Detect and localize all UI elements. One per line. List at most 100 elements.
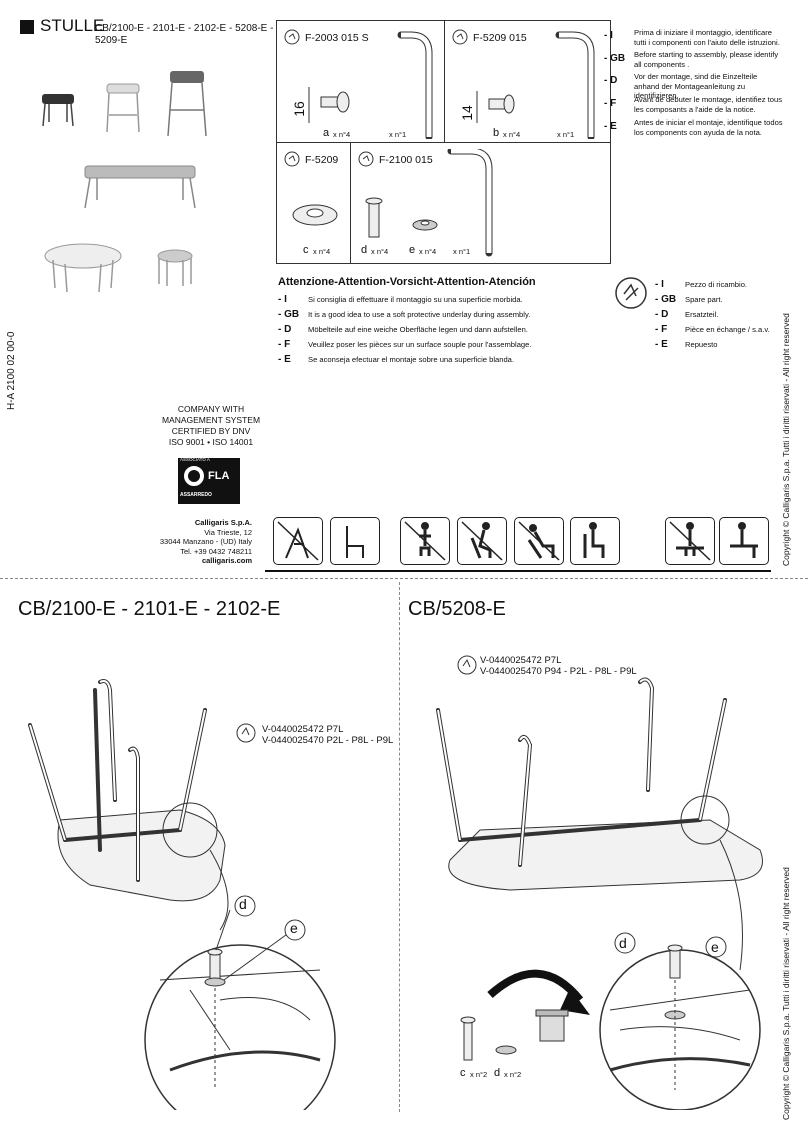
part-drawing-f2003 (284, 29, 433, 139)
attention-text: Se aconseja efectuar el montaje sobre un… (308, 355, 515, 364)
instruction-lang: - GB (604, 53, 626, 64)
instruction-lang: - I (604, 30, 613, 41)
qty-rod-f5209: x n°1 (557, 130, 575, 139)
spare-lang: - I (655, 279, 664, 290)
part-drawing-f5209-015 (452, 29, 595, 139)
qty-b: x n°4 (503, 130, 521, 139)
product-codes-line1: CB/2100-E - 2101-E - 2102-E - 5208-E - (95, 23, 274, 34)
part-code-f2100: F-2100 015 (379, 154, 433, 166)
part-box-f2003: F-2003 015 S 16 a x n°4 x n°1 (276, 20, 446, 144)
spare-text: Pièce en échange / s.a.v. (685, 325, 770, 334)
thumb-stool-high (167, 71, 207, 137)
section-left-refs: V-0440025472 P7L V-0440025470 P2L - P8L … (262, 724, 393, 746)
assarredo-text: ASSARREDO (180, 492, 212, 498)
header-rule (265, 570, 771, 572)
instruction-lang: - D (604, 75, 618, 86)
part-box-f5209-015: F-5209 015 14 b x n°4 x n°1 (444, 20, 611, 144)
spare-part-icon (615, 277, 647, 309)
product-codes-line2: 5209-E (95, 35, 128, 46)
thumb-stool-dark (42, 94, 74, 127)
instruction-text: Prima di iniziare il montaggio, identifi… (634, 28, 780, 47)
part-drawing-f5209 (284, 151, 338, 226)
spare-lang: - GB (655, 294, 677, 305)
spare-part-icon (457, 655, 477, 675)
label-c-right: c (460, 1067, 466, 1079)
cert-line: COMPANY WITH (177, 404, 245, 414)
part-box-f5209: F-5209 c x n°4 (276, 142, 352, 264)
cert-line: CERTIFIED BY DNV (171, 426, 251, 436)
spare-lang: - E (655, 339, 668, 350)
picto-no-tilt (273, 517, 323, 565)
attention-lang: - E (278, 354, 291, 365)
label-b: b (493, 127, 500, 139)
spare-text: Repuesto (685, 340, 718, 349)
copyright-bottom: Copyright © Calligaris S.p.a. Tutti i di… (781, 867, 791, 1120)
picto-sit-bench (719, 517, 769, 565)
fla-circle-icon (184, 466, 204, 486)
certification-block: COMPANY WITH MANAGEMENT SYSTEM CERTIFIED… (148, 404, 274, 448)
section-right-title: CB/5208-E (408, 598, 506, 620)
cert-line: ISO 9001 • ISO 14001 (168, 437, 254, 447)
product-thumbnails (42, 71, 207, 293)
assembly-drawing-right (436, 677, 763, 1110)
spare-icon (284, 151, 300, 167)
qty-d-right: x n°2 (504, 1070, 522, 1079)
assembly-drawing-left (28, 679, 336, 1110)
attention-lang: - F (278, 339, 291, 350)
picto-no-lean-back (457, 517, 507, 565)
spare-text: Spare part. (685, 295, 723, 304)
section-right-refs: V-0440025472 P7L V-0440025470 P94 - P2L … (480, 655, 637, 677)
picto-sit-correct (570, 517, 620, 565)
thumb-stool-mid (106, 83, 140, 133)
qty-rod-f2003: x n°1 (389, 130, 407, 139)
part-code-f2003: F-2003 015 S (305, 32, 369, 44)
cert-line: MANAGEMENT SYSTEM (161, 415, 261, 425)
fold-line-horizontal (0, 578, 808, 579)
product-name: STULLE (40, 16, 105, 35)
ref-code: V-0440025472 P7L (262, 724, 344, 735)
instruction-lang: - E (604, 121, 617, 132)
spare-icon (358, 151, 374, 167)
thumb-round-table (44, 243, 122, 293)
picto-no-stand-bench (665, 517, 715, 565)
copyright-top: Copyright © Calligaris S.p.a. Tutti i di… (781, 313, 791, 566)
label-d: d (361, 244, 368, 256)
fla-assoc-label: ASSOCIATO A (180, 457, 210, 462)
dim-f2003: 16 (290, 101, 307, 117)
fla-logo: ASSOCIATO A FLA ASSARREDO (178, 457, 240, 504)
doc-code: H-A 2100 02 00-0 (6, 331, 17, 410)
attention-lang: - D (278, 324, 292, 335)
qty-e: x n°4 (419, 247, 437, 256)
attention-title: Attenzione-Attention-Vorsicht-Attention-… (278, 276, 536, 288)
qty-c: x n°4 (313, 247, 331, 256)
ref-code: V-0440025470 P2L - P8L - P9L (262, 735, 394, 746)
label-c: c (303, 244, 309, 256)
label-d-right: d (494, 1067, 501, 1079)
spare-lang: - D (655, 309, 669, 320)
product-codes: CB/2100-E - 2101-E - 2102-E - 5208-E - 5… (95, 23, 273, 47)
fla-text: FLA (208, 470, 230, 482)
header-square (20, 20, 34, 34)
part-drawing-f2100 (358, 149, 493, 257)
section-left-title: CB/2100-E - 2101-E - 2102-E (18, 598, 281, 620)
qty-rod-f2100: x n°1 (453, 247, 471, 256)
picto-no-stand (400, 517, 450, 565)
qty-d: x n°4 (371, 247, 389, 256)
dim-f5209-015: 14 (458, 105, 475, 121)
spare-lang: - F (655, 324, 668, 335)
company-web: calligaris.com (201, 556, 252, 565)
company-address: Calligaris S.p.A. Via Trieste, 12 33044 … (130, 518, 252, 566)
company-city: 33044 Manzano - (UD) Italy (159, 537, 252, 546)
qty-c-right: x n°2 (470, 1070, 488, 1079)
qty-a: x n°4 (333, 130, 351, 139)
callout-d-right: d (619, 935, 627, 951)
part-code-f5209: F-5209 (305, 154, 339, 166)
spare-icon (284, 29, 300, 45)
instruction-text: Vor der montage, sind die Einzelteile an… (634, 72, 758, 100)
thumb-bench (84, 165, 196, 209)
trash-bin-icon (539, 1014, 565, 1042)
attention-text: It is a good idea to use a soft protecti… (308, 310, 531, 319)
fold-line-vertical (399, 582, 400, 1112)
instruction-text: Before starting to assembly, please iden… (634, 50, 779, 69)
spare-icon (452, 29, 468, 45)
